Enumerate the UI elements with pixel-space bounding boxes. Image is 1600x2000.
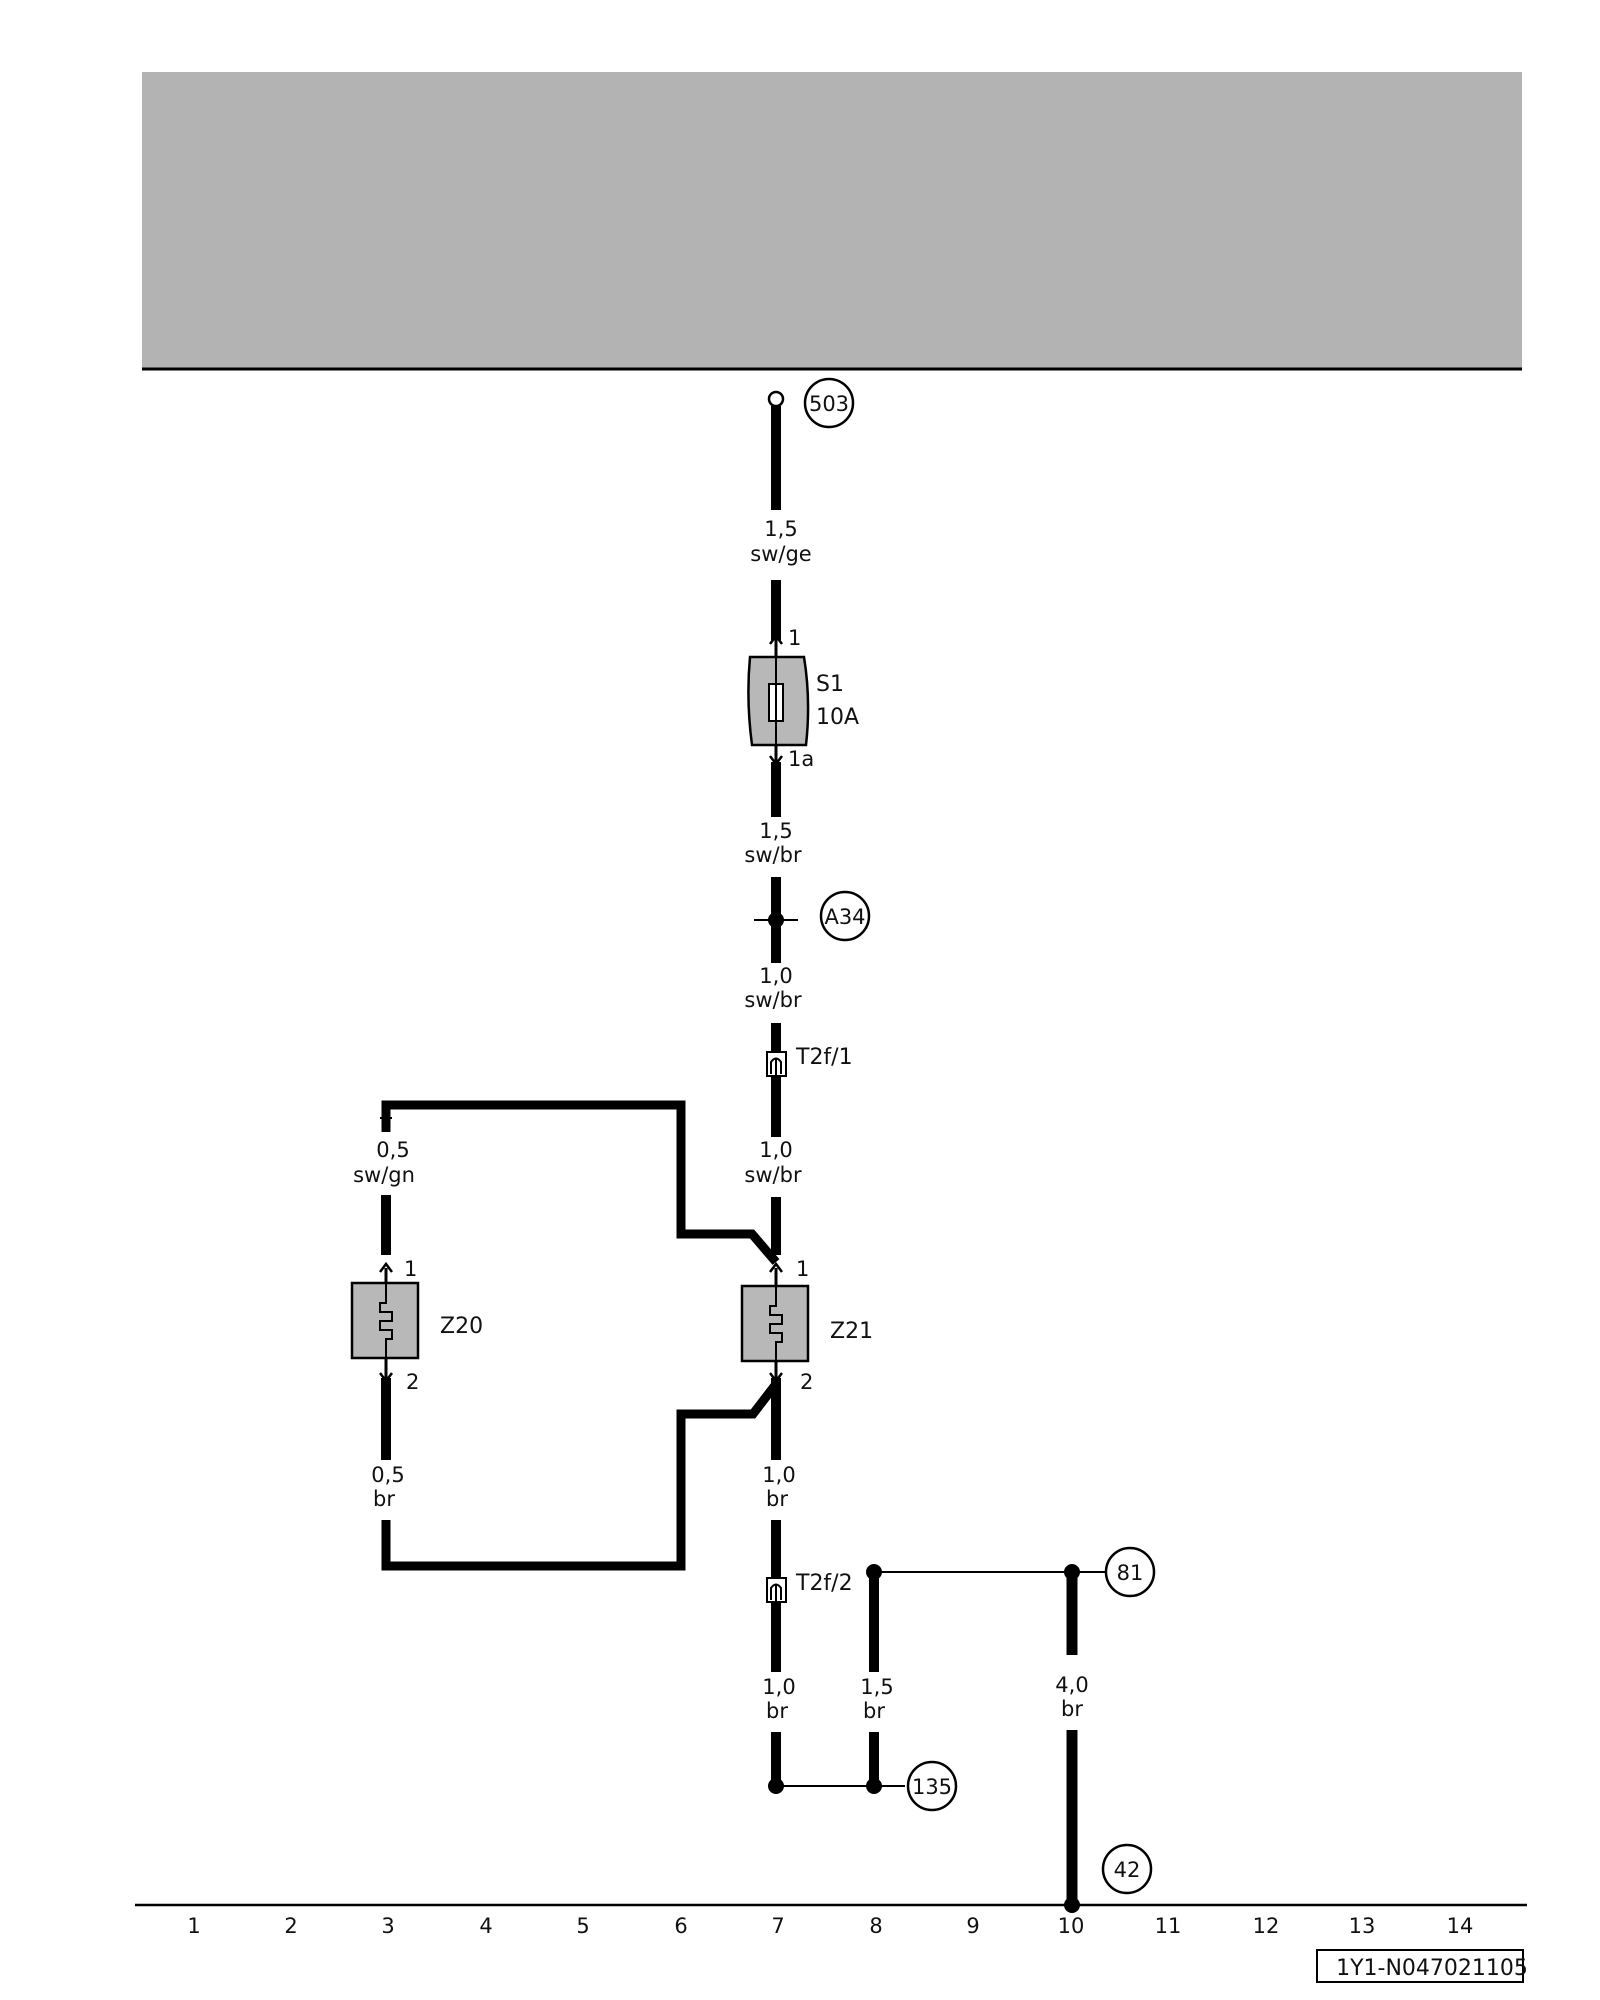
z20-pin-top: 1 xyxy=(404,1257,417,1281)
wire-w7-gauge: 1,0 xyxy=(762,1463,795,1487)
header-band xyxy=(142,72,1522,369)
drawing-code-box xyxy=(1316,1949,1524,1983)
z21-pin-bottom: 2 xyxy=(800,1370,813,1394)
ref-circle-135[interactable] xyxy=(906,1760,958,1812)
z20-heater-symbol xyxy=(379,1283,393,1358)
wire-w3-gauge: 1,0 xyxy=(759,964,792,988)
fuse-name: S1 xyxy=(816,672,844,697)
column-number: 12 xyxy=(1253,1914,1280,1938)
drawing-code: 1Y1-N047021105 xyxy=(1336,1956,1528,1981)
wire-w1-gauge: 1,5 xyxy=(764,517,797,541)
wire-w6-gauge: 0,5 xyxy=(371,1463,404,1487)
z21-heater-symbol xyxy=(769,1286,783,1361)
z20-name: Z20 xyxy=(440,1314,483,1339)
wire-w6-color: br xyxy=(373,1487,395,1511)
column-number: 9 xyxy=(966,1914,979,1938)
wire-w10-gauge: 4,0 xyxy=(1055,1673,1088,1697)
column-number: 2 xyxy=(284,1914,297,1938)
ref-label-135: 135 xyxy=(912,1775,952,1799)
ref-circle-503[interactable] xyxy=(803,377,855,429)
column-number: 14 xyxy=(1447,1914,1474,1938)
column-number: 7 xyxy=(771,1914,784,1938)
wire-w9-gauge: 1,5 xyxy=(860,1675,893,1699)
column-number: 11 xyxy=(1155,1914,1182,1938)
wire-w3-color: sw/br xyxy=(744,988,802,1012)
connector-t2f2-label: T2f/2 xyxy=(795,1571,853,1596)
z20-top-arrow xyxy=(379,1261,393,1273)
column-number: 3 xyxy=(381,1914,394,1938)
wire-z20-feed-loop xyxy=(381,1100,780,1265)
ref-circle-42[interactable] xyxy=(1101,1843,1153,1895)
column-number: 10 xyxy=(1058,1914,1085,1938)
ref-label-81: 81 xyxy=(1117,1561,1144,1585)
wire-w9-color: br xyxy=(863,1699,885,1723)
ref-label-42: 42 xyxy=(1114,1858,1141,1882)
wire-w7-color: br xyxy=(766,1487,788,1511)
ref-label-503: 503 xyxy=(809,392,849,416)
ref-circle-81[interactable] xyxy=(1104,1546,1156,1598)
terminal-503 xyxy=(767,390,785,408)
fuse-pin-bottom: 1a xyxy=(788,747,814,771)
ref-circle-a34[interactable] xyxy=(819,890,871,942)
wire-w10-color: br xyxy=(1061,1697,1083,1721)
wire-w4-color: sw/br xyxy=(744,1163,802,1187)
z21-name: Z21 xyxy=(830,1319,873,1344)
wire-w1-color: sw/ge xyxy=(750,542,811,566)
wire-w2-color: sw/br xyxy=(744,843,802,867)
wire-w8-gauge: 1,0 xyxy=(762,1675,795,1699)
wire-w4-gauge: 1,0 xyxy=(759,1138,792,1162)
wire-z20-return-loop xyxy=(381,1381,780,1571)
fuse-pin-top: 1 xyxy=(788,626,801,650)
wire-w8-color: br xyxy=(766,1699,788,1723)
fuse-rating: 10A xyxy=(816,705,859,730)
column-number: 1 xyxy=(187,1914,200,1938)
column-number: 8 xyxy=(869,1914,882,1938)
z20-pin-bottom: 2 xyxy=(406,1370,419,1394)
column-number: 4 xyxy=(479,1914,492,1938)
column-number: 13 xyxy=(1349,1914,1376,1938)
column-number: 6 xyxy=(674,1914,687,1938)
wire-w5-gauge: 0,5 xyxy=(376,1138,409,1162)
wire-w5-color: sw/gn xyxy=(353,1163,415,1187)
column-number: 5 xyxy=(576,1914,589,1938)
ref-label-a34: A34 xyxy=(824,905,865,929)
fuse-top-arrow xyxy=(769,633,783,645)
connector-t2f1-label: T2f/1 xyxy=(795,1045,853,1070)
z21-top-arrow xyxy=(769,1261,783,1273)
z21-pin-top: 1 xyxy=(796,1257,809,1281)
wire-w2-gauge: 1,5 xyxy=(759,819,792,843)
